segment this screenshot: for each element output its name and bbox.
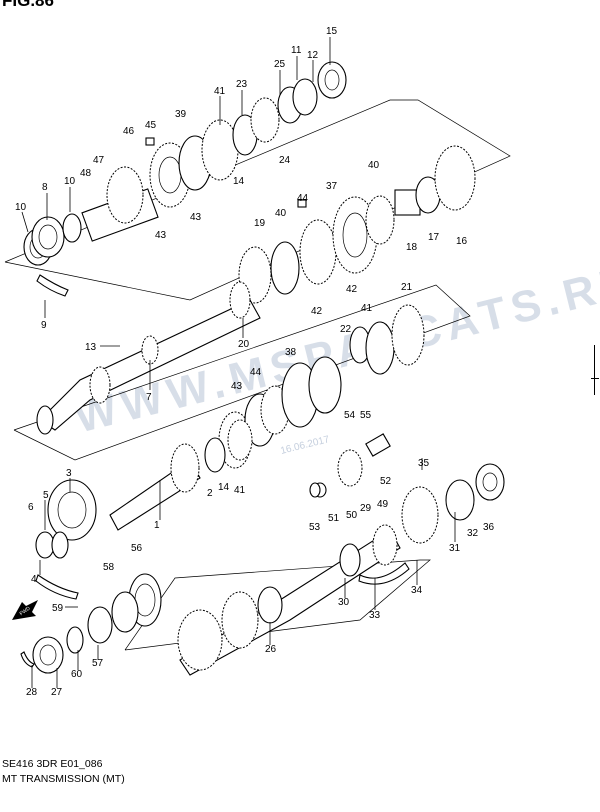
callout-6: 6: [28, 502, 34, 513]
callout-25: 25: [274, 59, 286, 70]
callout-42: 42: [311, 306, 323, 317]
callout-14: 14: [218, 482, 230, 493]
margin-tick: [591, 378, 599, 379]
leader-lines: [21, 37, 456, 688]
callout-43: 43: [231, 381, 243, 392]
callout-18: 18: [406, 242, 418, 253]
callout-56: 56: [131, 543, 143, 554]
middle-shaft-frame: [13, 284, 471, 461]
callout-46: 46: [123, 126, 135, 137]
callout-50: 50: [346, 510, 358, 521]
callout-16: 16: [456, 236, 468, 247]
diagram-caption: MT TRANSMISSION (MT): [2, 773, 125, 785]
callout-4: 4: [31, 574, 37, 585]
callout-33: 33: [369, 610, 381, 621]
callout-55: 55: [360, 410, 372, 421]
callout-14: 14: [233, 176, 245, 187]
callout-17: 17: [428, 232, 440, 243]
upper-shaft-frame: [4, 99, 511, 301]
callout-23: 23: [236, 79, 248, 90]
callout-3: 3: [66, 468, 72, 479]
callout-22: 22: [340, 324, 352, 335]
callout-59: 59: [52, 603, 64, 614]
callout-43: 43: [155, 230, 167, 241]
callout-44: 44: [250, 367, 262, 378]
callout-31: 31: [449, 543, 461, 554]
callout-45: 45: [145, 120, 157, 131]
callout-28: 28: [26, 687, 38, 698]
lower-shaft-frame: [124, 559, 431, 651]
callout-36: 36: [483, 522, 495, 533]
callout-35: 35: [418, 458, 430, 469]
callout-42: 42: [346, 284, 358, 295]
callout-9: 9: [41, 320, 47, 331]
output-shaft-assembly: [35, 419, 321, 600]
diagram-code: SE416 3DR E01_086: [2, 758, 103, 770]
callout-40: 40: [275, 208, 287, 219]
callout-21: 21: [401, 282, 413, 293]
callout-51: 51: [328, 513, 340, 524]
callout-15: 15: [326, 26, 338, 37]
callout-30: 30: [338, 597, 350, 608]
callout-39: 39: [175, 109, 187, 120]
callout-10: 10: [15, 202, 27, 213]
callout-20: 20: [238, 339, 250, 350]
fwd-label: FWD: [19, 605, 32, 617]
callout-27: 27: [51, 687, 63, 698]
callout-40: 40: [368, 160, 380, 171]
callout-53: 53: [309, 522, 321, 533]
callout-11: 11: [291, 45, 302, 56]
callout-60: 60: [71, 669, 83, 680]
callout-41: 41: [234, 485, 246, 496]
callout-43: 43: [190, 212, 202, 223]
callout-58: 58: [103, 562, 115, 573]
callout-37: 37: [326, 181, 338, 192]
callout-10: 10: [64, 176, 76, 187]
countershaft-assembly: [238, 145, 476, 304]
callout-41: 41: [214, 86, 226, 97]
callout-12: 12: [307, 50, 319, 61]
callout-49: 49: [377, 499, 389, 510]
lower-shaft-assembly: [20, 463, 505, 676]
callout-38: 38: [285, 347, 297, 358]
callout-13: 13: [85, 342, 97, 353]
callout-32: 32: [467, 528, 479, 539]
callout-5: 5: [43, 490, 49, 501]
callout-52: 52: [380, 476, 392, 487]
callout-8: 8: [42, 182, 48, 193]
callout-44: 44: [297, 193, 309, 204]
callout-24: 24: [279, 155, 291, 166]
callout-41: 41: [361, 303, 373, 314]
callout-48: 48: [80, 168, 92, 179]
margin-mark: [594, 345, 595, 395]
callout-34: 34: [411, 585, 423, 596]
callout-57: 57: [92, 658, 104, 669]
figure-title: FIG.86: [2, 0, 54, 10]
callout-19: 19: [254, 218, 266, 229]
callout-7: 7: [146, 392, 152, 403]
callout-54: 54: [344, 410, 356, 421]
upper-shaft-assembly: [23, 61, 347, 297]
callout-labels: 15 11 12 25 23 41 39 45 46 47 48 8 10 10…: [15, 26, 495, 698]
callout-2: 2: [207, 488, 213, 499]
forward-arrow-icon: FWD: [12, 600, 38, 620]
callout-26: 26: [265, 644, 277, 655]
reverse-assembly: [218, 356, 391, 498]
callout-29: 29: [360, 503, 372, 514]
callout-1: 1: [154, 520, 160, 531]
callout-47: 47: [93, 155, 105, 166]
